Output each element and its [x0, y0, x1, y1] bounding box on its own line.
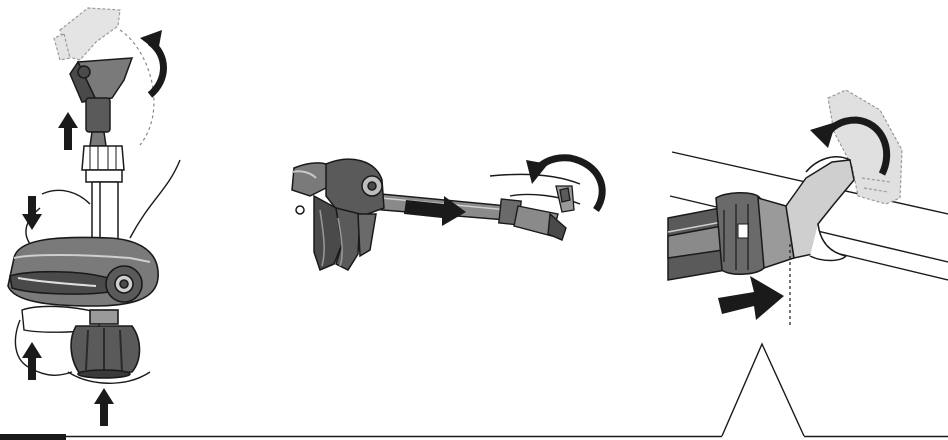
- tube-clamp: [786, 157, 854, 261]
- panel-2-illustration: [230, 0, 650, 440]
- panel-3-illustration: [650, 0, 948, 440]
- pole: [92, 182, 118, 242]
- panel-step-3: [650, 0, 948, 440]
- arrow-up-icon: [22, 342, 42, 380]
- clamp-body: [8, 237, 158, 306]
- arm-rod: [358, 192, 566, 240]
- collar: [82, 146, 124, 182]
- collar: [716, 193, 794, 275]
- arrow-up-icon: [94, 388, 114, 426]
- ghost-gripper: [54, 8, 120, 60]
- panel-1-illustration: [0, 0, 230, 440]
- panel-step-2: [230, 0, 650, 440]
- hook: [556, 186, 574, 212]
- curved-arrow-icon: [140, 30, 164, 95]
- ghost-swing-path: [120, 30, 154, 145]
- arrow-up-icon: [58, 112, 78, 150]
- gripper-head: [292, 159, 384, 270]
- arrow-down-icon: [22, 196, 42, 230]
- gripper-head: [70, 58, 132, 146]
- arrow-right-icon: [718, 276, 784, 320]
- callout-pointer: [722, 344, 804, 436]
- panel-step-1: [0, 0, 230, 440]
